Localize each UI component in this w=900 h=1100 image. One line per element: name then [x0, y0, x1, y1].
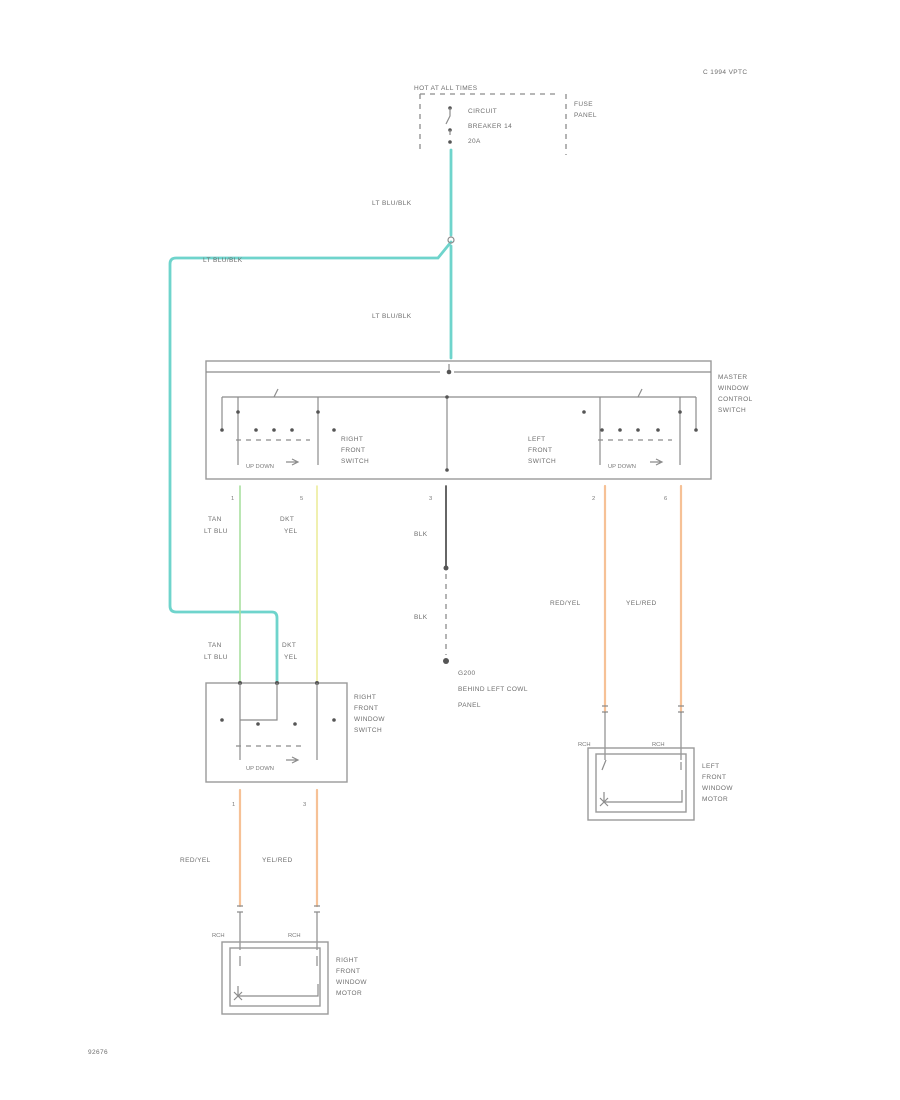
- right-motor-conn-1: RCH: [212, 933, 225, 939]
- pin-rs-3: 3: [303, 802, 306, 808]
- wire-label-dkt-3: DKT: [282, 642, 296, 649]
- right-motor-name-3: WINDOW: [336, 979, 367, 986]
- master-name-2: WINDOW: [718, 385, 749, 392]
- wire-label-red-yel-left: RED/YEL: [550, 600, 581, 607]
- right-switch-name-2: FRONT: [354, 705, 378, 712]
- wire-label-dkt-4: YEL: [284, 654, 298, 661]
- master-left-label-2: FRONT: [528, 447, 552, 454]
- wire-label-yel-red-right: YEL/RED: [262, 857, 293, 864]
- wire-label-dkt-2: YEL: [284, 528, 298, 535]
- fuse-panel: HOT AT ALL TIMES CIRCUIT BREAKER 14 20A …: [414, 85, 597, 155]
- pin-rs-1: 1: [232, 802, 235, 808]
- ground-circuit: BLK BLK G200 BEHIND LEFT COWL PANEL: [414, 485, 528, 709]
- right-front-window-switch: UP DOWN RIGHT FRONT WINDOW SWITCH: [205, 681, 385, 783]
- right-motor-outline: [221, 941, 329, 1015]
- right-motor-name-4: MOTOR: [336, 990, 362, 997]
- ground-label-1: G200: [458, 670, 476, 677]
- master-name-4: SWITCH: [718, 407, 746, 414]
- pin-1: 1: [231, 496, 234, 502]
- breaker-label-1: CIRCUIT: [468, 108, 497, 115]
- master-feed-connector: [446, 369, 452, 375]
- master-right-label-1: RIGHT: [341, 436, 363, 443]
- wire-label-blk-2: BLK: [414, 614, 428, 621]
- fuse-panel-label-1: FUSE: [574, 101, 593, 108]
- left-switch-up-down: UP DOWN: [608, 464, 636, 470]
- ground-point: [443, 658, 449, 664]
- ground-label-2: BEHIND LEFT COWL: [458, 686, 528, 693]
- wire-label-dkt-1: DKT: [280, 516, 294, 523]
- right-motor-name-1: RIGHT: [336, 957, 358, 964]
- fuse-panel-label-2: PANEL: [574, 112, 597, 119]
- master-name-3: CONTROL: [718, 396, 753, 403]
- wire-lt-blu-blk-branch: [168, 240, 453, 684]
- left-front-window-motor: RCH RCH LEFT FRONT WINDOW MOTOR: [578, 705, 733, 821]
- master-left-label-3: SWITCH: [528, 458, 556, 465]
- splice-top: [447, 236, 455, 244]
- wire-label-blk-1: BLK: [414, 531, 428, 538]
- pin-6: 6: [664, 496, 667, 502]
- wire-label-tan-3: TAN: [208, 642, 222, 649]
- right-front-switch-contacts: UP DOWN: [220, 388, 336, 470]
- right-window-switch-up-down: UP DOWN: [246, 766, 274, 772]
- ground-label-3: PANEL: [458, 702, 481, 709]
- wire-label-tan-2: LT BLU: [204, 528, 228, 535]
- right-switch-up-down: UP DOWN: [246, 464, 274, 470]
- left-front-switch-contacts: UP DOWN: [582, 388, 698, 470]
- figure-code: 92676: [88, 1049, 108, 1056]
- left-motor-conn-1: RCH: [578, 742, 591, 748]
- master-right-label-2: FRONT: [341, 447, 365, 454]
- breaker-label-2: BREAKER 14: [468, 123, 512, 130]
- left-motor-outline: [587, 747, 695, 821]
- right-front-window-motor: RCH RCH RIGHT FRONT WINDOW MOTOR: [212, 905, 367, 1015]
- pin-2: 2: [592, 496, 595, 502]
- master-left-label-1: LEFT: [528, 436, 546, 443]
- right-motor-name-2: FRONT: [336, 968, 360, 975]
- wire-label-upper: LT BLU/BLK: [372, 200, 412, 207]
- wire-label-tan-4: LT BLU: [204, 654, 228, 661]
- right-switch-name-1: RIGHT: [354, 694, 376, 701]
- master-name-1: MASTER: [718, 374, 748, 381]
- left-motor-name-1: LEFT: [702, 763, 720, 770]
- ground-connector: [443, 565, 449, 571]
- left-motor-conn-2: RCH: [652, 742, 665, 748]
- wire-label-red-yel-right: RED/YEL: [180, 857, 211, 864]
- pin-3: 3: [429, 496, 432, 502]
- breaker-label-3: 20A: [468, 138, 481, 145]
- wire-label-lower: LT BLU/BLK: [372, 313, 412, 320]
- left-motor-name-2: FRONT: [702, 774, 726, 781]
- right-switch-name-3: WINDOW: [354, 716, 385, 723]
- master-right-label-3: SWITCH: [341, 458, 369, 465]
- left-motor-name-3: WINDOW: [702, 785, 733, 792]
- master-switch-outline: [205, 360, 712, 480]
- right-switch-name-4: SWITCH: [354, 727, 382, 734]
- master-window-control-switch: UP DOWN UP DOWN RIGHT FRONT SWITCH LEFT …: [205, 360, 753, 480]
- diagram-ref: C 1994 VPTC: [703, 69, 748, 76]
- hot-source-label: HOT AT ALL TIMES: [414, 85, 478, 92]
- wire-label-yel-red-left: YEL/RED: [626, 600, 657, 607]
- wire-label-branch: LT BLU/BLK: [203, 257, 243, 264]
- right-motor-conn-2: RCH: [288, 933, 301, 939]
- wire-label-tan-1: TAN: [208, 516, 222, 523]
- pin-5: 5: [300, 496, 303, 502]
- left-motor-name-4: MOTOR: [702, 796, 728, 803]
